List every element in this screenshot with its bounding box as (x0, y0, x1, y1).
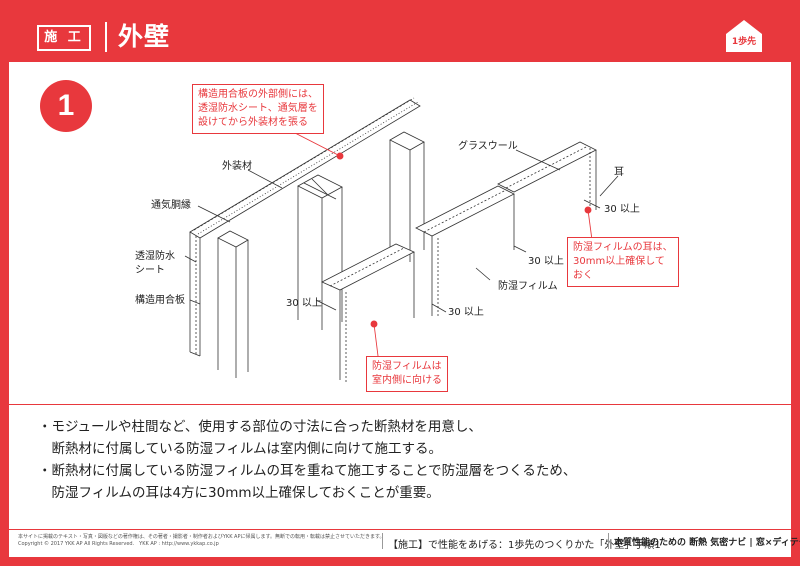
footer-separator (608, 533, 609, 549)
dimension-label: 30 以上 (448, 307, 484, 318)
stud-left (217, 230, 249, 378)
footer-separator (382, 533, 383, 549)
insulation-batt-middle (415, 185, 515, 318)
dimension-label: 30 以上 (604, 204, 640, 215)
description-bullets: ・モジュールや柱間など、使用する部位の寸法に合った断熱材を用意し、 断熱材に付属… (38, 416, 758, 504)
label-cladding: 外装材 (222, 161, 252, 172)
wall-plywood (189, 99, 421, 239)
header-separator (105, 22, 107, 52)
insulation-batt-upper (497, 141, 597, 212)
step-number: 1 (40, 80, 92, 132)
bullet-line: ・断熱材に付属している防湿フィルムの耳を重ねて施工することで防湿層をつくるため、 (38, 463, 577, 479)
footer-note-line: Copyright © 2017 YKK AP All Rights Reser… (18, 541, 219, 547)
label-air-furring: 通気胴縁 (151, 200, 191, 211)
insulation-batt-lower (321, 243, 415, 382)
stud-middle (297, 174, 343, 330)
step-icon-label: 1歩先 (731, 37, 757, 47)
house-icon (726, 20, 762, 52)
dimension-label: 30 以上 (286, 298, 322, 309)
header-bar: 施 工 外壁 1歩先 (0, 0, 800, 62)
page-title: 外壁 (118, 22, 171, 51)
callout-film: 防湿フィルムは 室内側に向ける (366, 356, 448, 392)
label-glass-wool: グラスウール (458, 141, 518, 152)
bullet-line: 防湿フィルムの耳は4方に30mm以上確保しておくことが重要。 (38, 485, 440, 501)
footer-divider (9, 529, 791, 530)
bullet-line: ・モジュールや柱間など、使用する部位の寸法に合った断熱材を用意し、 (38, 419, 482, 435)
callout-ear: 防湿フィルムの耳は、 30mm以上確保して おく (567, 237, 679, 287)
footer-brand-logo: 本質性能のための 断熱 気密ナビ | 窓×ディテール (614, 538, 800, 548)
bullet-line: 断熱材に付属している防湿フィルムは室内側に向けて施工する。 (38, 441, 443, 457)
label-ear: 耳 (614, 167, 624, 178)
callout-top: 構造用合板の外部側には、 透湿防水シート、通気層を 設けてから外装材を張る (192, 84, 324, 134)
category-badge: 施 工 (37, 25, 91, 51)
label-breathable-sheet-2: シート (135, 265, 165, 276)
footer-note-line: 本サイトに掲載のテキスト・写真・図版などの著作権は、その著者・撮影者・制作者およ… (18, 534, 385, 540)
label-vapor-film: 防湿フィルム (498, 281, 558, 292)
dimension-label: 30 以上 (528, 256, 564, 267)
label-plywood: 構造用合板 (135, 295, 185, 306)
footer-copyright: 本サイトに掲載のテキスト・写真・図版などの著作権は、その著者・撮影者・制作者およ… (18, 534, 385, 548)
stud-right (389, 131, 425, 262)
label-breathable-sheet-1: 透湿防水 (135, 251, 175, 262)
footer-title: 【施工】で性能をあげる：1歩先のつくりかた「外壁」手順1 (388, 540, 661, 551)
content-divider (9, 404, 791, 405)
